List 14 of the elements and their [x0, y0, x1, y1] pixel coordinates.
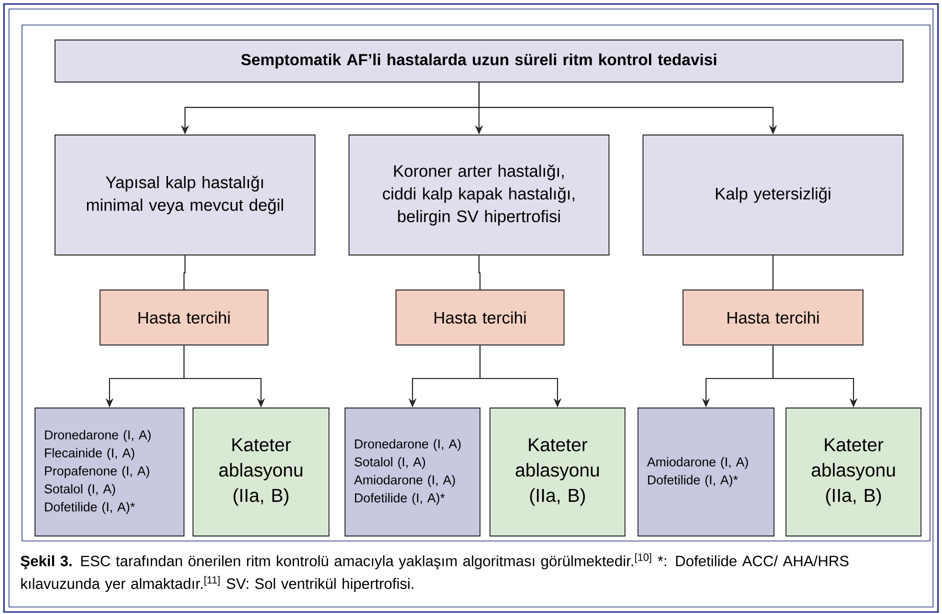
category-box: Kalp yetersizliği	[642, 134, 904, 256]
drug-list-box: Dronedarone (I, A) Sotalol (I, A) Amiodarone (I, A) Dofetilide (I, A)*	[344, 408, 480, 536]
preference-box: Hasta tercihi	[100, 290, 268, 346]
drug-list-box: Dronedarone (I, A) Flecainide (I, A) Propafenone (I, A) Sotalol (I, A) Dofetilide (I, A)*	[34, 408, 184, 536]
ablation-box: Kateter ablasyonu (IIa, B)	[192, 408, 330, 536]
preference-box: Hasta tercihi	[682, 290, 864, 346]
preference-box: Hasta tercihi	[396, 290, 564, 346]
ablation-box: Kateter ablasyonu (IIa, B)	[490, 408, 626, 536]
ablation-box: Kateter ablasyonu (IIa, B)	[786, 408, 922, 536]
category-box: Koroner arter hastalığı, ciddi kalp kapak hastalığı, belirgin SV hipertrofisi	[348, 134, 610, 256]
category-box: Yapısal kalp hastalığı minimal veya mevcut değil	[54, 134, 316, 256]
caption: Şekil 3. ESC tarafından önerilen ritm kontrolü amacıyla yaklaşım algoritması görülmektedir.$^{[10]}$ *: Dofetilide ACC/ AHA/HRS kılavuzunda yer almaktadır.$^{[11]}$ SV: Sol ventrikül hipertrofisi.	[20, 553, 848, 592]
drug-list-box: Amiodarone (I, A) Dofetilide (I, A)*	[638, 408, 774, 536]
process-box: Semptomatik AF’li hastalarda uzun süreli ritm kontrol tedavisi	[54, 40, 904, 82]
